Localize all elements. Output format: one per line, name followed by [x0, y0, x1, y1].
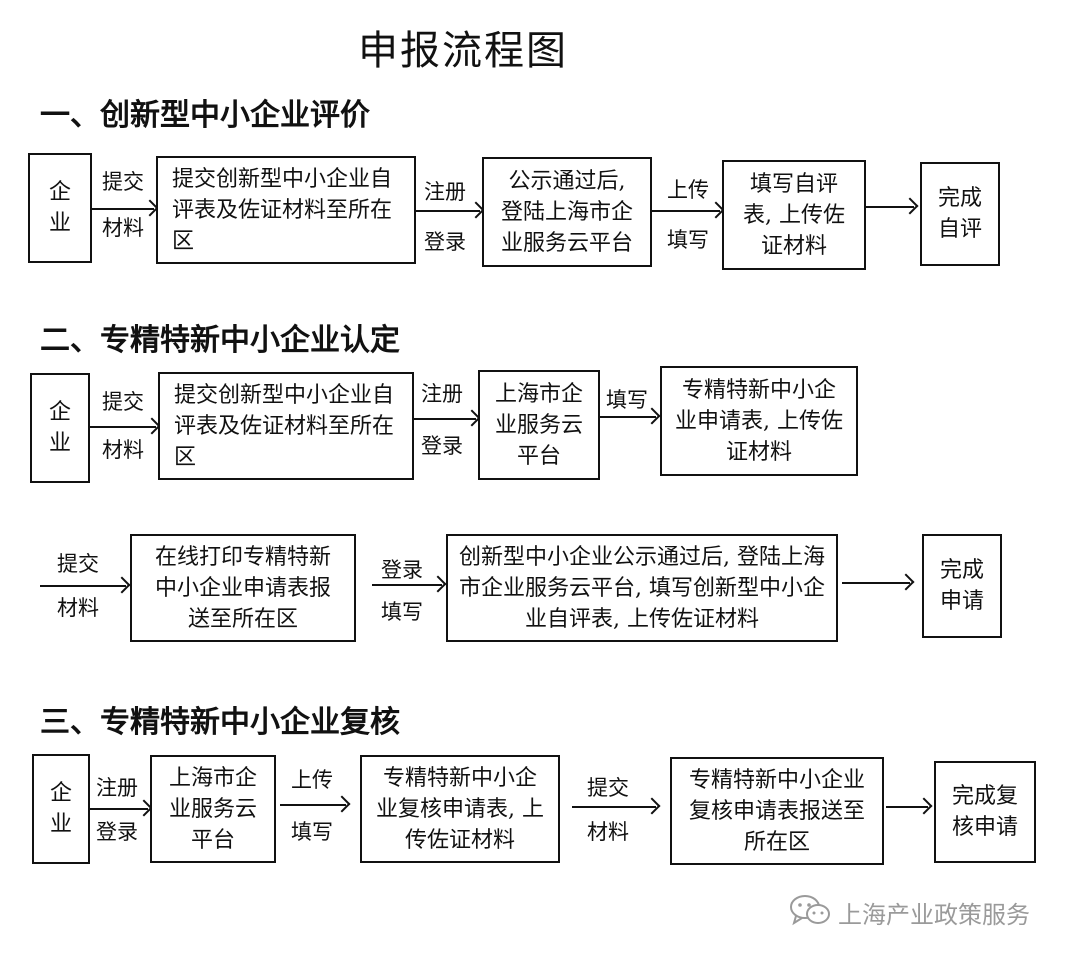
s2-arrow-2	[414, 418, 476, 420]
s2-label-1a: 提交	[102, 390, 144, 414]
s2-publicity-box: 创新型中小企业公示通过后, 登陆上海 市企业服务云平台, 填写创新型中小企 业自…	[446, 534, 838, 642]
s2-arrow-5	[372, 584, 442, 586]
s1-arrow-4	[866, 206, 914, 208]
s2-arrow-1	[90, 426, 156, 428]
s1-arrow-3	[652, 210, 720, 212]
section-1-heading: 一、创新型中小企业评价	[40, 98, 370, 133]
s2-label-3: 填写	[606, 388, 648, 412]
s1-enterprise-box: 企 业	[28, 153, 92, 263]
s2-platform-box: 上海市企 业服务云 平台	[478, 370, 600, 480]
s2-label-1b: 材料	[102, 438, 144, 462]
s3-label-1a: 注册	[96, 776, 138, 800]
s2-application-box: 专精特新中小企 业申请表, 上传佐 证材料	[660, 366, 858, 476]
s2-label-5a: 登录	[381, 558, 423, 582]
wechat-logo-icon	[788, 892, 834, 932]
s2-arrow-4	[40, 585, 126, 587]
page-title: 申报流程图	[358, 28, 568, 74]
s2-label-2b: 登录	[421, 434, 463, 458]
s3-arrow-2	[280, 804, 346, 806]
s3-label-1b: 登录	[96, 820, 138, 844]
s3-label-3b: 材料	[587, 820, 629, 844]
s1-label-3a: 上传	[667, 178, 709, 202]
s1-label-2a: 注册	[424, 180, 466, 204]
section-3-heading: 三、专精特新中小企业复核	[40, 705, 400, 740]
s3-platform-box: 上海市企 业服务云 平台	[150, 755, 276, 863]
s3-label-2a: 上传	[291, 768, 333, 792]
s1-platform-box: 公示通过后, 登陆上海市企 业服务云平台	[482, 157, 652, 267]
s3-arrow-3	[572, 806, 656, 808]
s3-label-3a: 提交	[587, 776, 629, 800]
s1-label-1a: 提交	[102, 170, 144, 194]
s3-arrow-1	[90, 808, 148, 810]
s2-label-5b: 填写	[381, 600, 423, 624]
s1-label-1b: 材料	[102, 216, 144, 240]
s1-label-3b: 填写	[667, 228, 709, 252]
s3-review-box: 专精特新中小企 业复核申请表, 上 传佐证材料	[360, 755, 560, 863]
s2-label-4b: 材料	[57, 596, 99, 620]
s2-label-4a: 提交	[57, 552, 99, 576]
s3-enterprise-box: 企 业	[32, 754, 90, 864]
s2-complete-box: 完成 申请	[922, 534, 1002, 638]
s3-submit-box: 专精特新中小企业 复核申请表报送至 所在区	[670, 757, 884, 865]
section-2-heading: 二、专精特新中小企业认定	[40, 323, 400, 358]
s2-enterprise-box: 企 业	[30, 373, 90, 483]
s1-label-2b: 登录	[424, 230, 466, 254]
s2-label-2a: 注册	[421, 382, 463, 406]
watermark-text: 上海产业政策服务	[838, 901, 1030, 929]
s3-arrow-4	[886, 806, 928, 808]
s2-arrow-3	[600, 416, 656, 418]
s1-submit-box: 提交创新型中小企业自 评表及佐证材料至所在 区	[156, 156, 416, 264]
s1-complete-box: 完成 自评	[920, 162, 1000, 266]
s1-arrow-2	[416, 210, 480, 212]
s2-arrow-6	[842, 582, 910, 584]
s3-complete-box: 完成复 核申请	[934, 761, 1036, 863]
s1-fill-box: 填写自评 表, 上传佐 证材料	[722, 160, 866, 270]
s2-submit-box: 提交创新型中小企业自 评表及佐证材料至所在 区	[158, 372, 414, 480]
s2-print-box: 在线打印专精特新 中小企业申请表报 送至所在区	[130, 534, 356, 642]
s1-arrow-1	[92, 208, 154, 210]
s3-label-2b: 填写	[291, 820, 333, 844]
